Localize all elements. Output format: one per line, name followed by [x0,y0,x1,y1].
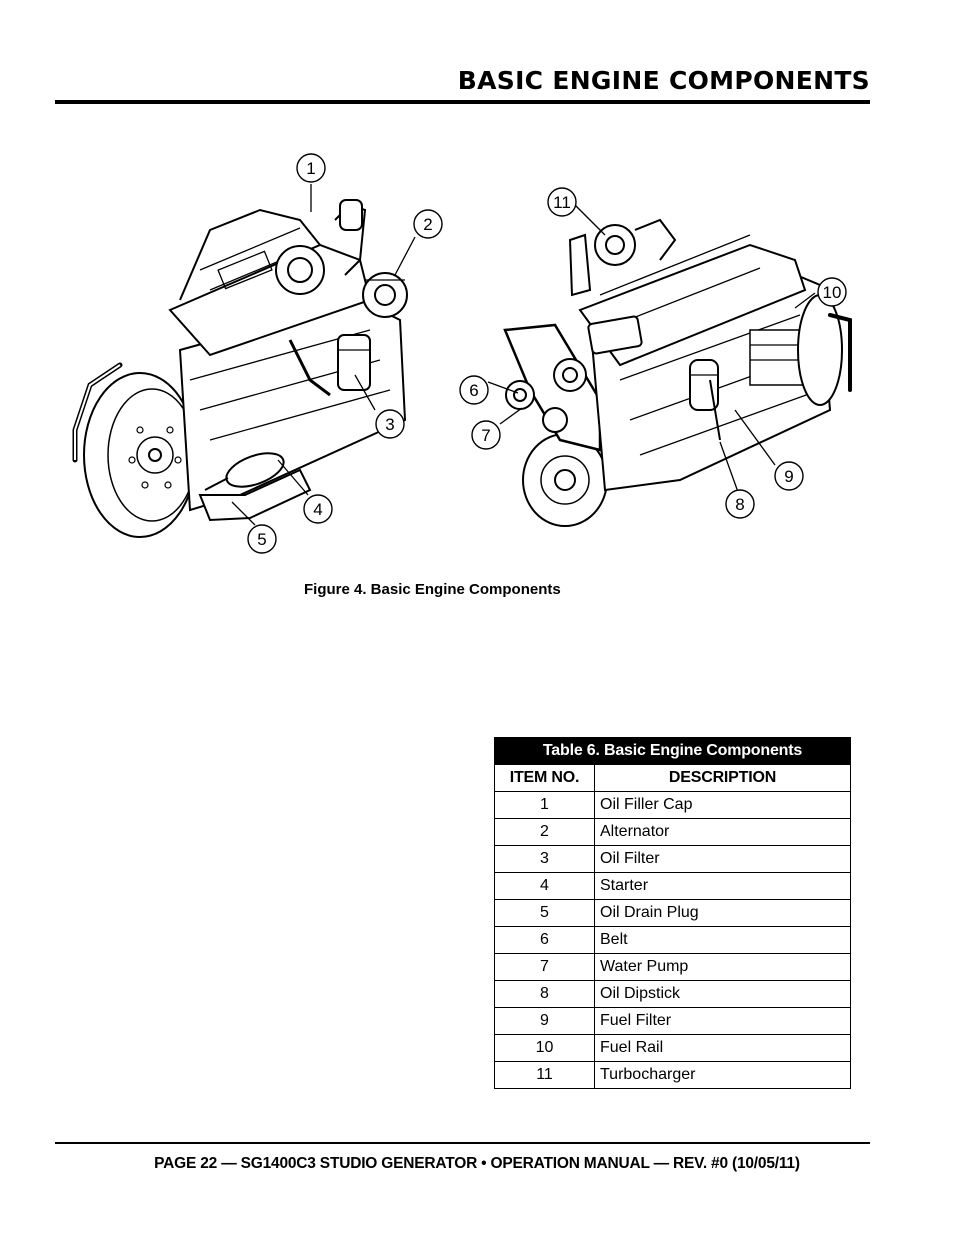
callout-11: 11 [547,187,577,217]
item-number: 5 [494,899,595,927]
item-description: Alternator [594,818,851,846]
item-number: 6 [494,926,595,954]
engine-figure: 1 2 3 4 5 6 7 8 [72,153,852,554]
svg-text:9: 9 [784,467,793,486]
page-header-title: BASIC ENGINE COMPONENTS [457,66,870,95]
components-table: Table 6. Basic Engine Components ITEM NO… [494,737,851,1089]
svg-text:10: 10 [823,283,842,302]
item-description: Oil Filter [594,845,851,873]
svg-text:8: 8 [735,495,744,514]
callout-9: 9 [774,461,804,491]
svg-text:3: 3 [385,415,394,434]
callout-2: 2 [413,209,443,239]
svg-text:5: 5 [257,530,266,549]
callouts: 1 2 3 4 5 6 7 8 [247,153,847,554]
item-description: Fuel Rail [594,1034,851,1062]
item-number: 2 [494,818,595,846]
item-description: Oil Filler Cap [594,791,851,819]
callout-8: 8 [725,489,755,519]
item-number: 10 [494,1034,595,1062]
table-title: Table 6. Basic Engine Components [494,737,851,765]
item-number: 3 [494,845,595,873]
item-number: 11 [494,1061,595,1089]
svg-text:11: 11 [553,193,571,212]
item-description: Belt [594,926,851,954]
footer-rule [55,1142,870,1144]
svg-text:1: 1 [306,159,315,178]
callout-5: 5 [247,524,277,554]
item-number: 1 [494,791,595,819]
svg-text:6: 6 [469,381,478,400]
callout-leaders [231,184,816,526]
svg-text:7: 7 [481,426,490,445]
item-description: Oil Drain Plug [594,899,851,927]
header-rule [55,100,870,104]
item-number: 8 [494,980,595,1008]
column-header-description: DESCRIPTION [594,764,851,792]
item-description: Fuel Filter [594,1007,851,1035]
callout-4: 4 [303,494,333,524]
callout-7: 7 [471,420,501,450]
item-description: Water Pump [594,953,851,981]
svg-text:2: 2 [423,215,432,234]
left-engine-illustration [72,199,408,538]
figure-caption: Figure 4. Basic Engine Components [304,581,561,598]
column-header-item-no: ITEM NO. [494,764,595,792]
item-number: 9 [494,1007,595,1035]
page-footer: PAGE 22 — SG1400C3 STUDIO GENERATOR • OP… [154,1155,800,1172]
item-description: Starter [594,872,851,900]
callout-3: 3 [375,409,405,439]
callout-6: 6 [459,375,489,405]
item-description: Oil Dipstick [594,980,851,1008]
item-number: 7 [494,953,595,981]
svg-text:4: 4 [313,500,322,519]
item-description: Turbocharger [594,1061,851,1089]
callout-1: 1 [296,153,326,183]
item-number: 4 [494,872,595,900]
right-engine-illustration [503,218,852,527]
callout-10: 10 [817,277,847,307]
